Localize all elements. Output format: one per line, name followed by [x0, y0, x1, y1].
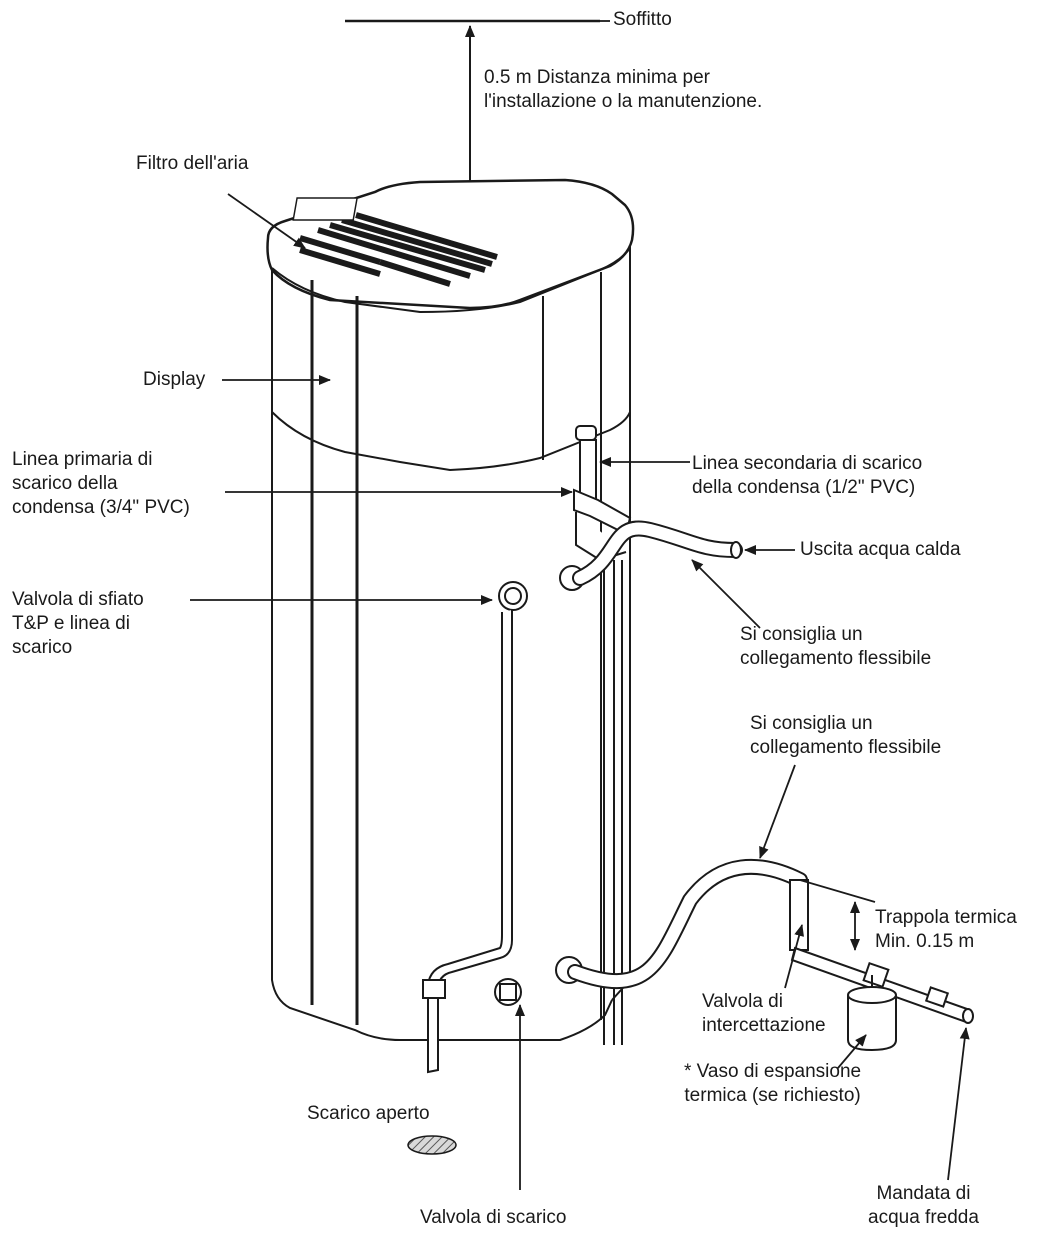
ceiling-label: Soffitto — [613, 9, 672, 30]
tp-valve-line-2: T&P e linea di — [12, 613, 130, 634]
flex-connection-cold-label: Si consiglia un collegamento flessibile — [750, 712, 941, 760]
water-heater-tank — [266, 178, 635, 1041]
cold-supply-line-1: Mandata di — [876, 1183, 971, 1204]
clearance-line-1: 0.5 m Distanza minima per — [484, 67, 710, 88]
shutoff-valve-label: Valvola di intercettazione — [702, 990, 826, 1038]
heat-trap-line-1: Trappola termica — [875, 907, 1017, 928]
primary-drain-line-1: Linea primaria di — [12, 449, 153, 470]
lid-hatch — [292, 197, 358, 221]
open-drain-label: Scarico aperto — [307, 1103, 430, 1124]
open-drain-symbol — [407, 1135, 457, 1155]
shutoff-valve-line-2: intercettazione — [702, 1015, 826, 1036]
cold-water-flex-pipe — [567, 858, 808, 990]
flex-connection-hot-label: Si consiglia un collegamento flessibile — [740, 623, 931, 671]
expansion-tank-line-2: termica (se richiesto) — [684, 1085, 861, 1106]
primary-drain-line-3: condensa (3/4" PVC) — [12, 497, 190, 518]
tp-valve-line-3: scarico — [12, 637, 73, 658]
flex-hot-line-2: collegamento flessibile — [740, 648, 932, 669]
flex-cold-line-2: collegamento flessibile — [750, 737, 942, 758]
tp-valve-label: Valvola di sfiato T&P e linea di scarico — [12, 588, 144, 660]
flex-cold-line-1: Si consiglia un — [750, 713, 873, 734]
drain-valve-label: Valvola di scarico — [420, 1207, 567, 1228]
clearance-line-2: l'installazione o la manutenzione. — [484, 91, 763, 112]
expansion-tank-line-1: * Vaso di espansione — [684, 1061, 862, 1082]
cold-water-supply-label: Mandata di acqua fredda — [868, 1182, 979, 1230]
tp-valve-line-1: Valvola di sfiato — [12, 589, 144, 610]
hot-water-outlet-label: Uscita acqua calda — [800, 539, 961, 560]
secondary-drain-line-1: Linea secondaria di scarico — [692, 453, 923, 474]
air-filter-grille — [299, 212, 498, 287]
display-label: Display — [143, 369, 206, 390]
cold-supply-line-2: acqua fredda — [868, 1207, 979, 1228]
leader-arrows — [190, 20, 970, 1190]
flex-hot-line-1: Si consiglia un — [740, 624, 863, 645]
secondary-drain-label: Linea secondaria di scarico della conden… — [692, 452, 922, 500]
primary-drain-label: Linea primaria di scarico della condensa… — [12, 448, 190, 520]
expansion-tank-label: * Vaso di espansione termica (se richies… — [684, 1060, 861, 1108]
secondary-drain-line-2: della condensa (1/2" PVC) — [692, 477, 916, 498]
heat-trap-label: Trappola termica Min. 0.15 m — [875, 906, 1017, 954]
heat-trap-line-2: Min. 0.15 m — [875, 931, 975, 952]
shutoff-valve-line-1: Valvola di — [702, 991, 783, 1012]
primary-drain-line-2: scarico della — [12, 473, 118, 494]
clearance-label: 0.5 m Distanza minima per l'installazion… — [484, 66, 762, 114]
drain-valve — [494, 978, 522, 1006]
air-filter-label: Filtro dell'aria — [136, 153, 249, 174]
tp-relief-valve — [422, 581, 528, 1074]
